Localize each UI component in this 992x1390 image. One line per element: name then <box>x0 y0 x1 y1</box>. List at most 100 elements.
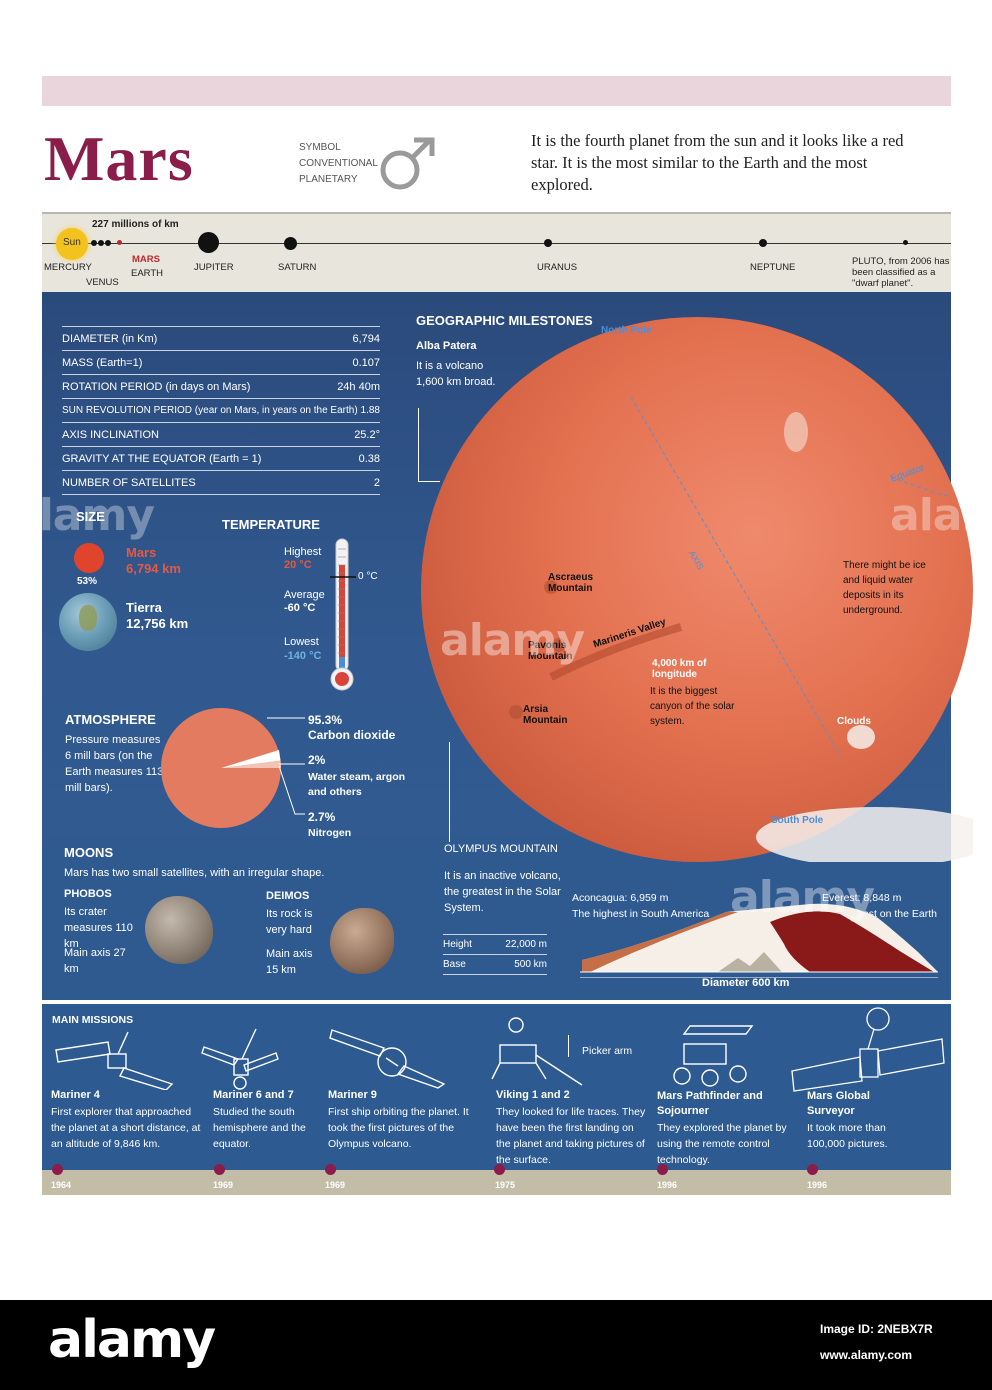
mariner-9-icon <box>329 1029 446 1089</box>
diameter-value: 600 km <box>752 977 790 989</box>
top-band <box>42 76 951 106</box>
venus-dot-icon <box>98 240 104 246</box>
mission-text: They looked for life traces. They have b… <box>496 1106 646 1166</box>
olympus-leader <box>449 742 450 842</box>
timeline-dot-icon <box>325 1164 336 1175</box>
stat-row: DIAMETER (in Km)6,794 <box>62 326 380 351</box>
venus-label: VENUS <box>86 277 119 288</box>
temp-highest-value: 20 °C <box>284 559 312 571</box>
orbit-strip <box>42 212 951 294</box>
atmosphere-text: Pressure measures 6 mill bars (on the Ea… <box>65 734 164 794</box>
pie-slice-nitrogen <box>221 750 281 768</box>
timeline-dot-icon <box>214 1164 225 1175</box>
mercury-label: MERCURY <box>44 262 92 273</box>
mission-name: Mariner 9 <box>328 1089 377 1101</box>
base-label: Base <box>443 959 466 970</box>
co2-label: Carbon dioxide <box>308 728 396 742</box>
size-heading: SIZE <box>76 509 105 524</box>
distance-label: 227 millions of km <box>92 219 179 230</box>
phobos-axis: Main axis 27 km <box>64 947 126 975</box>
timeline-year: 1975 <box>495 1180 516 1190</box>
atmosphere-pie <box>161 708 281 828</box>
mars-size-name: Mars <box>126 545 157 560</box>
stat-label: GRAVITY AT THE EQUATOR (Earth = 1) <box>62 452 262 465</box>
south-pole-label: South Pole <box>771 815 824 826</box>
deimos-icon <box>330 908 394 974</box>
ice-text: There might be ice and liquid water depo… <box>843 560 926 616</box>
temp-average-value: -60 °C <box>284 602 316 614</box>
footer-logo: alamy <box>48 1310 216 1370</box>
alba-leader-h <box>418 481 440 482</box>
earth-dot-icon <box>105 240 111 246</box>
mars-size-km: 6,794 km <box>126 561 181 576</box>
stat-value: 0.107 <box>352 356 380 369</box>
mars-size-icon <box>74 543 104 573</box>
watermark-text: alamy <box>440 615 585 666</box>
viking-lander-icon <box>491 1017 583 1086</box>
alba-leader <box>418 408 419 482</box>
water-percent: 2% <box>308 753 326 767</box>
saturn-dot-icon <box>284 237 297 250</box>
temp-zero-label: 0 °C <box>358 571 378 582</box>
nitrogen-percent: 2.7% <box>308 810 336 824</box>
jupiter-label: JUPITER <box>194 262 234 273</box>
alba-text: It is a volcano 1,600 km broad. <box>416 360 496 388</box>
temp-lowest-value: -140 °C <box>284 650 322 662</box>
temp-average-label: Average <box>284 589 325 601</box>
picker-arm-label: Picker arm <box>582 1045 633 1057</box>
pie-leader-lines <box>267 717 305 815</box>
olympus-profile <box>580 903 938 978</box>
missions-panel <box>42 1000 951 1174</box>
stat-row: SUN REVOLUTION PERIOD (year on Mars, in … <box>62 399 380 423</box>
everest-label: Everest: 8,848 m <box>822 892 902 904</box>
stat-label: MASS (Earth=1) <box>62 356 143 369</box>
canyon-title: 4,000 km of longitude <box>652 658 707 680</box>
olympus-base-row: Base 500 km <box>443 955 547 975</box>
nitrogen-label: Nitrogen <box>308 827 352 839</box>
moons-text: Mars has two small satellites, with an i… <box>64 867 325 879</box>
symbol-label-line: CONVENTIONAL <box>299 158 378 169</box>
uranus-label: URANUS <box>537 262 578 273</box>
stat-value: 0.38 <box>358 452 380 465</box>
earth-label: EARTH <box>131 268 164 279</box>
mercury-dot-icon <box>91 240 97 246</box>
arsia-label: Arsia Mountain <box>523 704 568 726</box>
mars-surface-detail <box>509 396 973 862</box>
diameter-label-text: Diameter <box>702 977 750 989</box>
diameter-label: Diameter 600 km <box>702 977 789 989</box>
ascraeus-label: Ascraeus Mountain <box>548 572 594 594</box>
stats-table: DIAMETER (in Km)6,794 MASS (Earth=1) 0.10… <box>62 326 380 495</box>
moons-heading: MOONS <box>64 845 114 860</box>
base-value: 500 km <box>514 959 547 970</box>
canyon-text: It is the biggest canyon of the solar sy… <box>650 686 735 727</box>
pavonis-label: Pavonis Mountain <box>528 640 573 662</box>
temperature-heading: TEMPERATURE <box>222 517 320 532</box>
height-label: Height <box>443 939 472 950</box>
pie-slice-water <box>221 760 281 768</box>
mission-text: First ship orbiting the planet. It took … <box>328 1106 469 1150</box>
stat-value: 2 <box>373 476 380 489</box>
watermark-text: alamy <box>730 872 875 923</box>
mission-name: Viking 1 and 2 <box>496 1089 570 1101</box>
jupiter-dot-icon <box>198 232 219 253</box>
neptune-dot-icon <box>759 239 767 247</box>
deimos-desc: Its rock is very hard <box>266 908 313 936</box>
deimos-axis: Main axis 15 km <box>266 948 313 976</box>
aconcagua-sub: The highest in South America <box>572 908 710 920</box>
north-pole-label: North Pole <box>601 325 652 336</box>
phobos-icon <box>145 896 213 964</box>
stat-value: 25.2° <box>354 428 380 441</box>
timeline-dot-icon <box>494 1164 505 1175</box>
stat-label: SUN REVOLUTION PERIOD (year on Mars, in … <box>62 405 358 416</box>
aconcagua-label: Aconcagua: 6,959 m <box>572 892 669 904</box>
mission-name: Mariner 6 and 7 <box>213 1089 294 1101</box>
mission-name: Mars Global Surveyor <box>807 1090 870 1117</box>
phobos-name: PHOBOS <box>64 888 112 900</box>
olympus-text: It is an inactive volcano, the greatest … <box>444 870 561 914</box>
timeline-year: 1996 <box>657 1180 678 1190</box>
mission-text: Studied the south hemisphere and the equ… <box>213 1106 306 1150</box>
missions-heading: MAIN MISSIONS <box>52 1014 134 1026</box>
